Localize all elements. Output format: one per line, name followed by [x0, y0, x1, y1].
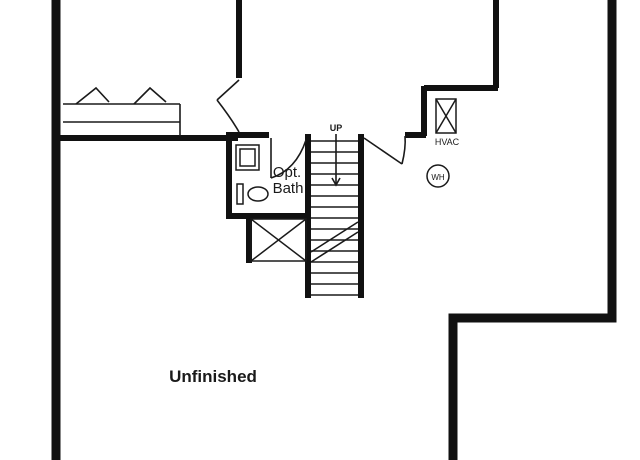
stair-door-leaf: [363, 137, 403, 165]
bifold-door-left: [75, 86, 110, 105]
upper-door-arc: [216, 99, 240, 133]
toilet-bowl-icon: [247, 186, 269, 202]
closet-x-box: [250, 218, 307, 262]
bath-fixtures: [235, 144, 269, 205]
water-heater-label: WH: [431, 173, 445, 182]
bifold-door-right: [133, 86, 167, 105]
stair-up-label: UP: [330, 123, 343, 133]
stair-treads: [311, 140, 358, 296]
sink-basin: [239, 148, 256, 167]
unfinished-area-label: Unfinished: [169, 367, 257, 386]
stair-break-line-2: [310, 231, 359, 263]
stair-break-line-1: [310, 221, 359, 253]
interior-walls: [58, 0, 499, 298]
exterior-walls: [51, 0, 617, 460]
stair-door-arc: [401, 135, 406, 165]
hvac-label: HVAC: [435, 137, 460, 147]
stair-arrow-head-icon: [331, 177, 341, 187]
door-swings: [216, 79, 406, 179]
stair-details: [310, 134, 359, 263]
bath-label-line2: Bath: [273, 180, 304, 197]
upper-door-leaf: [216, 79, 240, 101]
toilet-tank-icon: [236, 183, 244, 205]
bath-label-line1: Opt.: [273, 164, 301, 181]
lower-right-notch-wall: [448, 313, 617, 460]
bath-door-arc: [270, 139, 307, 179]
sink-icon: [235, 144, 260, 171]
hvac-unit-icon: [435, 98, 457, 134]
water-heater-icon: [426, 164, 450, 188]
closet-shelf: [63, 86, 181, 136]
